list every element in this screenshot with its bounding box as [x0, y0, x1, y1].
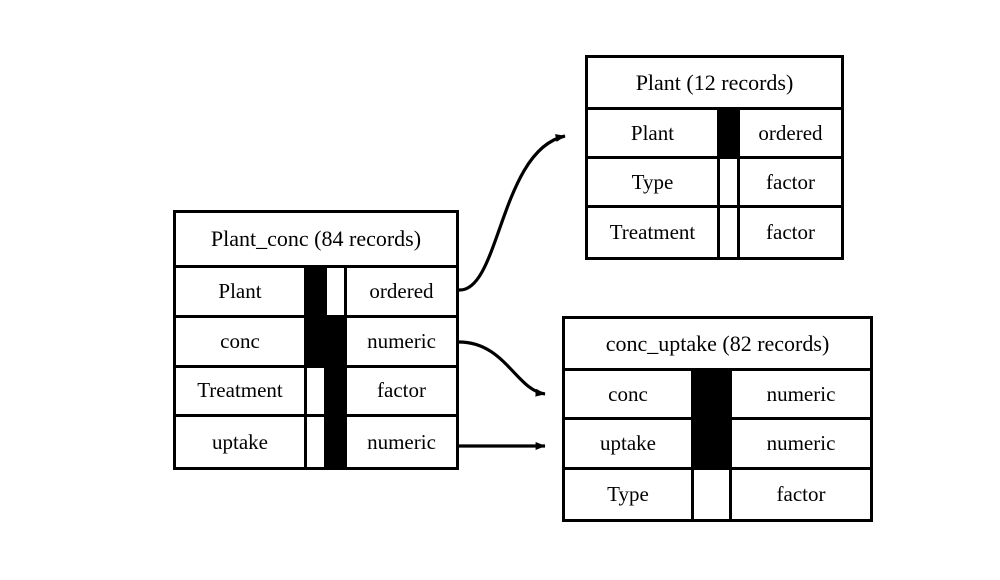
attribute-key-bar-0	[694, 420, 732, 467]
attribute-key-bar-0	[694, 469, 732, 519]
attribute-name: uptake	[565, 420, 694, 467]
attribute-name: Type	[588, 159, 720, 205]
attribute-row[interactable]: uptake numeric	[565, 420, 870, 470]
attribute-key-bar-0	[720, 208, 740, 257]
attribute-row[interactable]: Type factor	[565, 469, 870, 519]
entity-title-plant: Plant (12 records)	[588, 58, 841, 110]
attribute-name: Plant	[588, 110, 720, 156]
connector-plant-to-plant	[458, 134, 566, 292]
attribute-key-bar-1	[327, 268, 347, 315]
attribute-key-bar-0	[307, 367, 327, 415]
connector-conc-to-conc	[458, 340, 546, 397]
attribute-type: ordered	[758, 120, 823, 145]
attribute-row[interactable]: Plant ordered	[176, 268, 456, 318]
entity-title-conc_uptake: conc_uptake (82 records)	[565, 319, 870, 371]
attribute-key-bar-0	[307, 268, 327, 315]
attribute-name: uptake	[176, 417, 307, 467]
attribute-type: ordered	[369, 278, 434, 303]
attribute-key-bar-1	[327, 367, 347, 415]
attribute-row[interactable]: Treatment factor	[176, 367, 456, 418]
attribute-row[interactable]: uptake numeric	[176, 417, 456, 467]
attribute-key-bar-1	[327, 317, 347, 365]
attribute-key-bar-0	[720, 159, 740, 205]
attribute-row[interactable]: Type factor	[588, 159, 841, 208]
attribute-type: factor	[766, 169, 815, 194]
attribute-type: factor	[766, 220, 815, 244]
attribute-name: conc	[565, 371, 694, 418]
attribute-key-bar-1	[327, 417, 347, 467]
attribute-row[interactable]: Plant ordered	[588, 110, 841, 159]
attribute-key-bar-0	[307, 417, 327, 467]
entity-table-plant_conc[interactable]: Plant_conc (84 records)Plant ordered conc n…	[173, 210, 459, 470]
attribute-row[interactable]: Treatment factor	[588, 208, 841, 257]
attribute-type: numeric	[766, 381, 836, 406]
attribute-name: conc	[176, 317, 307, 365]
attribute-row[interactable]: conc numeric	[176, 317, 456, 368]
attribute-type: numeric	[367, 328, 436, 353]
attribute-type: numeric	[367, 429, 436, 454]
attribute-name: Treatment	[176, 367, 307, 415]
attribute-key-bar-0	[694, 371, 732, 418]
attribute-name: Plant	[176, 268, 307, 315]
entity-title-plant_conc: Plant_conc (84 records)	[176, 213, 456, 268]
attribute-key-bar-0	[720, 110, 740, 156]
attribute-key-bar-0	[307, 317, 327, 365]
attribute-name: Treatment	[588, 208, 720, 257]
attribute-type: factor	[776, 481, 826, 506]
attribute-name: Type	[565, 469, 694, 519]
attribute-row[interactable]: conc numeric	[565, 371, 870, 421]
attribute-type: numeric	[766, 430, 836, 455]
attribute-type: factor	[377, 378, 426, 403]
